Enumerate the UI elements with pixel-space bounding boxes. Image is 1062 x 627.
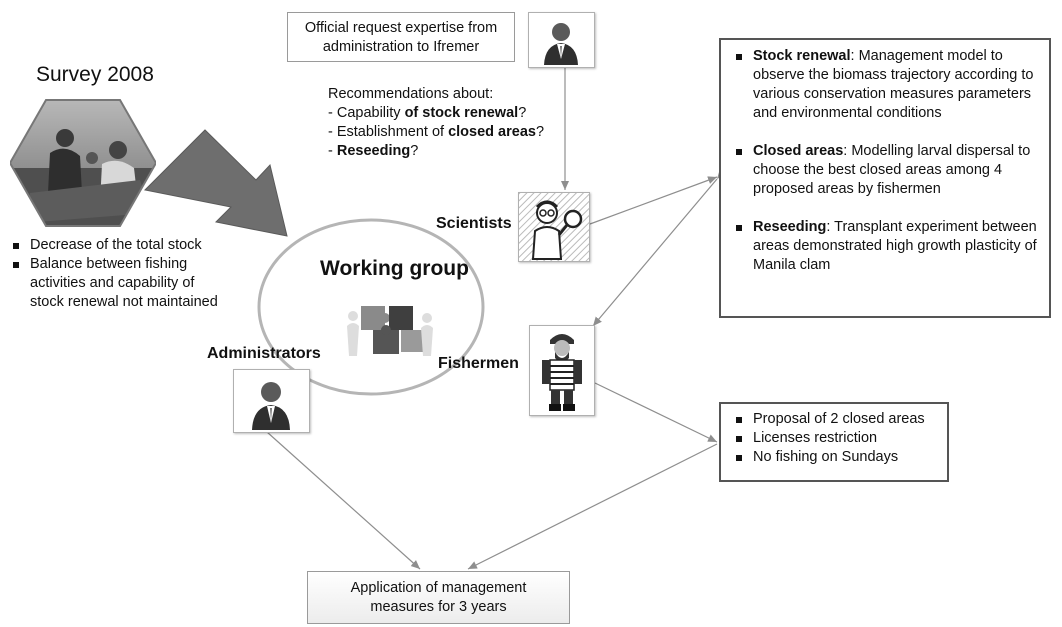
- fishermen-label: Fishermen: [438, 355, 519, 372]
- fisherman-avatar: [529, 325, 595, 416]
- working-group-label: Working group: [320, 257, 469, 280]
- request-line: administration to Ifremer: [322, 39, 480, 55]
- recommendation-item: - Capability of stock renewal?: [328, 104, 568, 123]
- rec-text: - Establishment of: [328, 124, 449, 140]
- application-box: Application of management measures for 3…: [307, 571, 570, 624]
- rec-text: ?: [535, 124, 545, 140]
- rec-text: -: [328, 143, 337, 159]
- application-line: Application of management: [350, 580, 527, 596]
- result-title: Reseeding: [753, 219, 827, 235]
- big-arrow: [143, 129, 288, 237]
- administrators-label: Administrators: [207, 345, 321, 362]
- survey-title: Survey 2008: [36, 63, 154, 86]
- request-line: Official request expertise from: [304, 20, 498, 36]
- survey-bullets: Decrease of the total stock Balance betw…: [12, 236, 237, 312]
- businessman-icon: [252, 382, 290, 430]
- scientists-label: Scientists: [436, 215, 512, 232]
- result-line: Manila clam: [753, 257, 831, 273]
- scientist-icon: [519, 193, 589, 261]
- recommendations: Recommendations about: - Capability of s…: [328, 85, 568, 161]
- result-title: Stock renewal: [753, 48, 851, 64]
- result-first-line: : Management model to: [850, 48, 1003, 64]
- result-item: Closed areas: Modelling larval dispersal…: [735, 142, 1043, 199]
- scientist-avatar: [518, 192, 590, 262]
- result-line: areas demonstrated high growth plasticit…: [753, 238, 1037, 254]
- result-line: observe the biomass trajectory according…: [753, 67, 1034, 83]
- measure-item: Proposal of 2 closed areas: [735, 410, 941, 429]
- measures-box: Proposal of 2 closed areas Licenses rest…: [719, 402, 949, 482]
- results-box: Stock renewal: Management model to obser…: [719, 38, 1051, 318]
- official-avatar: [528, 12, 595, 68]
- result-line: various conservation measures parameters: [753, 86, 1032, 102]
- result-line: and environmental conditions: [753, 105, 942, 121]
- survey-bullet-line: Balance between fishing: [30, 256, 188, 272]
- rec-bold: closed areas: [448, 124, 536, 140]
- results-list: Stock renewal: Management model to obser…: [735, 47, 1043, 275]
- result-line: proposed areas by fishermen: [753, 181, 941, 197]
- rec-text: ?: [518, 105, 527, 121]
- survey-photo: [10, 99, 156, 227]
- measures-list: Proposal of 2 closed areas Licenses rest…: [735, 410, 941, 467]
- rec-bold: of stock renewal: [404, 105, 519, 121]
- administrator-avatar: [233, 369, 310, 433]
- recommendation-item: - Establishment of closed areas?: [328, 123, 568, 142]
- application-line: measures for 3 years: [370, 599, 507, 615]
- arrow-results-fishermen: [592, 169, 726, 327]
- request-box: Official request expertise from administ…: [287, 12, 515, 62]
- arrow-administrators-to-application: [266, 431, 421, 570]
- result-first-line: : Modelling larval dispersal to: [843, 143, 1031, 159]
- survey-bullet-line: activities and capability of: [30, 275, 195, 291]
- recommendations-intro: Recommendations about:: [328, 86, 494, 102]
- measure-item: Licenses restriction: [735, 429, 941, 448]
- survey-bullet-line: stock renewal not maintained: [30, 294, 218, 310]
- rec-text: ?: [410, 143, 419, 159]
- businessman-icon: [544, 23, 578, 65]
- result-item: Reseeding: Transplant experiment between…: [735, 218, 1043, 275]
- survey-bullet-line: Decrease of the total stock: [30, 237, 202, 253]
- survey-bullet: Decrease of the total stock: [12, 236, 237, 255]
- fisherman-icon: [542, 334, 582, 411]
- measure-item: No fishing on Sundays: [735, 448, 941, 467]
- puzzle-icon: [347, 306, 433, 356]
- rec-text: - Capability: [328, 105, 405, 121]
- arrow-fishermen-to-measures: [594, 382, 718, 443]
- result-title: Closed areas: [753, 143, 844, 159]
- recommendation-item: - Reseeding?: [328, 142, 568, 161]
- rec-bold: Reseeding: [336, 143, 411, 159]
- survey-bullet: Balance between fishing activities and c…: [12, 255, 237, 312]
- result-item: Stock renewal: Management model to obser…: [735, 47, 1043, 123]
- arrow-measures-to-application: [467, 443, 718, 570]
- result-first-line: : Transplant experiment between: [826, 219, 1037, 235]
- arrow-scientists-to-results: [589, 176, 718, 225]
- result-line: choose the best closed areas among 4: [753, 162, 1003, 178]
